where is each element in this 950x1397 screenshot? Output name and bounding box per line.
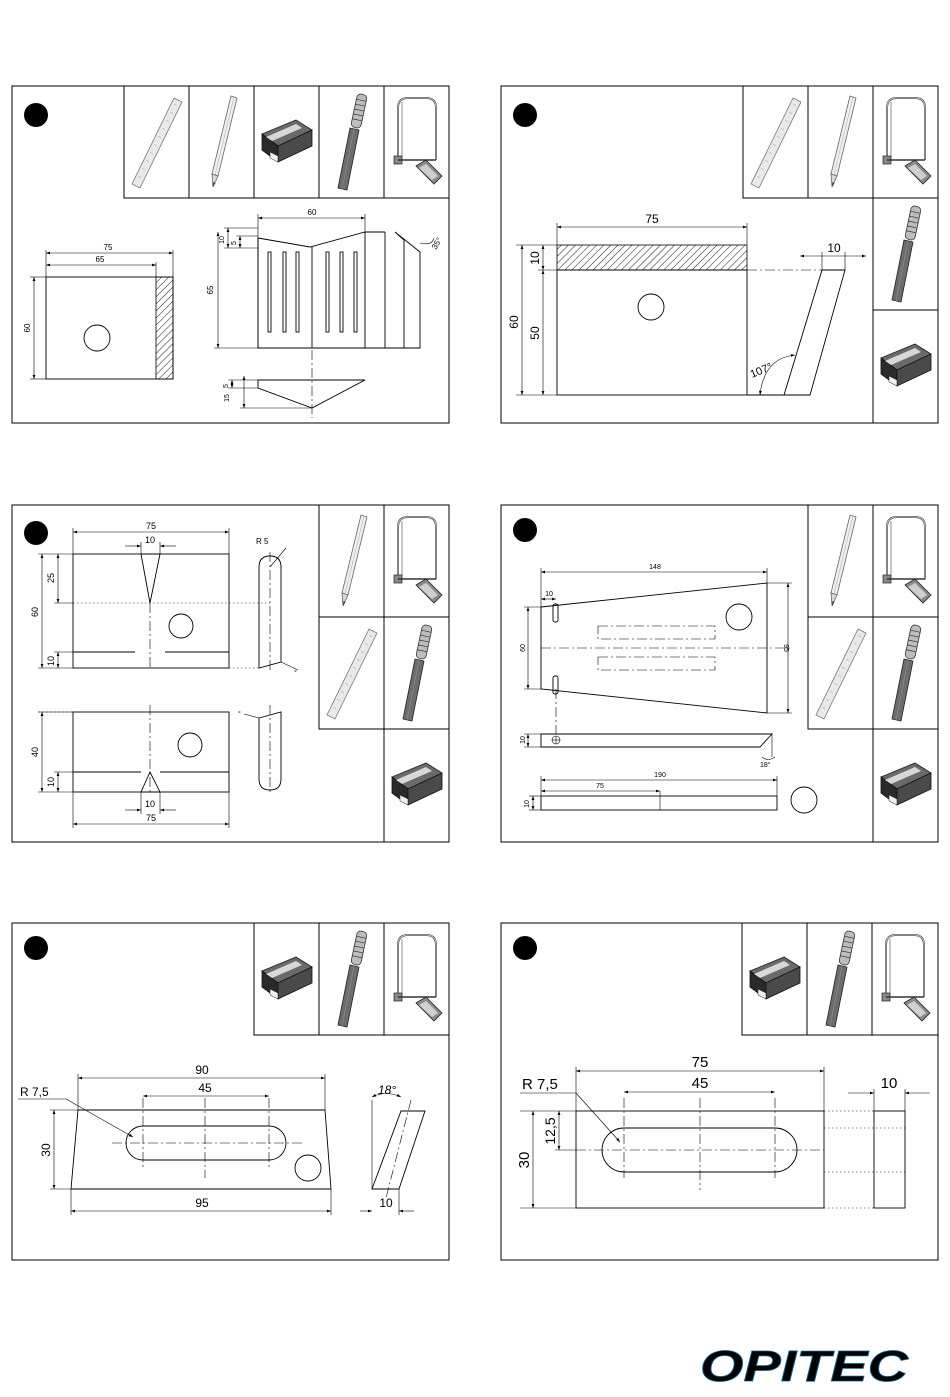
dim-148: 148 [649,564,661,571]
dim-notch10: 10 [145,535,155,545]
dim-h25: 25 [46,573,56,583]
sanding-block-icon [881,344,931,386]
dim-35deg: 35° [430,236,444,251]
dim-r5: R 5 [256,537,269,546]
dim-b5: 5 [223,384,230,388]
sanding-block-icon [392,763,442,805]
dim-75: 75 [596,783,604,790]
fret-saw-icon [394,935,442,1021]
panel-1: 75 65 60 60 10 5 65 35° [12,86,449,423]
panel-4: 148 10 60 95 10 18° 190 75 10 [501,505,938,842]
panel-3: 75 10 25 60 10 R 5 ° 40 10 10 75 [12,505,449,842]
dim-b10: 10 [524,800,531,808]
dim-side10: 10 [827,241,841,255]
dim-h10: 10 [528,251,542,265]
dim-deg1: ° [294,669,297,677]
ruler-icon [132,98,182,188]
dim-h30: 30 [516,1152,533,1169]
dim-r75: R 7,5 [522,1076,558,1093]
tool-strip-3 [319,505,449,842]
dim-75b: 75 [146,813,156,823]
pencil-icon [212,96,237,187]
dim-h30: 30 [39,1143,53,1157]
fret-saw-icon [882,935,930,1021]
file-icon [892,205,921,302]
tool-strip-1 [124,86,449,198]
dim-h125: 12,5 [542,1117,558,1144]
fret-saw-icon [883,98,931,184]
step-marker-4 [513,518,537,542]
step-marker-5 [24,936,48,960]
dim-90: 90 [195,1063,209,1077]
dim-notch10b: 10 [145,799,155,809]
ruler-icon [816,629,866,719]
dim-h40: 40 [30,747,40,757]
tool-strip-5 [254,923,449,1035]
dim-b10: 10 [46,777,56,787]
dim-t10: 10 [219,236,226,244]
sanding-block-icon [262,957,312,999]
panel-2: 75 10 50 60 10 107° [501,86,938,423]
dim-75: 75 [104,243,113,252]
sanding-block-icon [750,957,800,999]
dim-h10: 10 [46,656,56,666]
tool-strip-4 [808,505,938,842]
dim-190: 190 [654,772,666,779]
dim-75: 75 [692,1054,709,1071]
file-icon [403,624,432,721]
fret-saw-icon [883,517,931,603]
sanding-block-icon [262,120,312,162]
dim-60: 60 [23,323,32,332]
dim-45: 45 [198,1081,212,1095]
pencil-icon [831,96,856,187]
step-marker-2 [513,103,537,127]
sanding-block-icon [881,763,931,805]
svg-text:OPITEC: OPITEC [700,1342,910,1391]
tool-strip-6 [742,923,938,1035]
file-icon [338,930,367,1027]
dim-b15: 15 [224,394,231,402]
dim-t10: 10 [881,1075,898,1092]
dim-18deg: 18° [378,1083,396,1097]
pencil-icon [831,515,856,606]
dim-h10: 10 [520,736,527,744]
step-marker-6 [513,936,537,960]
ruler-icon [751,98,801,188]
file-icon [892,624,921,721]
dim-h50: 50 [528,326,542,340]
dim-h65: 65 [206,285,215,294]
dim-h60: 60 [520,644,527,652]
dim-18deg: 18° [760,761,771,769]
dim-65: 65 [96,255,105,264]
pencil-icon [342,515,367,606]
panel-6: 75 45 R 7,5 12,5 30 10 [501,923,938,1260]
panel-5: 90 45 R 7,5 30 95 18° 10 [12,923,449,1260]
dim-107deg: 107° [749,361,775,381]
dim-h60: 60 [30,607,40,617]
file-icon [826,930,855,1027]
dim-75: 75 [146,521,156,531]
dim-t5: 5 [231,241,238,245]
ruler-icon [327,629,377,719]
dim-h95: 95 [782,644,789,652]
fret-saw-icon [394,517,442,603]
step-marker-1 [24,103,48,127]
dim-75: 75 [645,212,659,226]
file-icon [338,93,367,190]
dim-45: 45 [692,1075,709,1092]
opitec-logo: OPITEC [700,1342,910,1391]
dim-r75: R 7,5 [20,1085,49,1099]
dim-deg2: ° [238,710,241,718]
step-marker-3 [24,521,48,545]
fret-saw-icon [394,98,442,184]
dim-95: 95 [195,1196,209,1210]
dim-top-60: 60 [308,208,317,217]
slots-1 [268,252,357,332]
dim-h60: 60 [507,315,521,329]
dim-s10: 10 [545,591,553,598]
dim-b10: 10 [379,1196,393,1210]
